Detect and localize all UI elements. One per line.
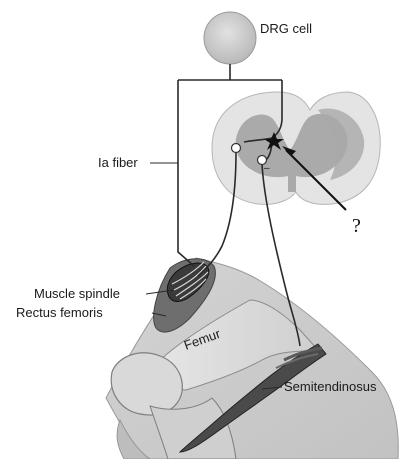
muscle-spindle-label: Muscle spindle [34, 286, 120, 301]
drg-cell [204, 12, 256, 64]
leg-illustration [106, 258, 398, 459]
inhibition-minus-sign: – [264, 163, 270, 174]
drg-cell-label: DRG cell [260, 21, 312, 36]
semitendinosus-label: Semitendinosus [284, 379, 377, 394]
motor-neuron-rectus [232, 144, 241, 153]
question-mark-label: ? [352, 215, 361, 237]
knee-condyle [111, 353, 182, 415]
rectus-femoris-label: Rectus femoris [16, 305, 103, 320]
ia-fiber-descending [178, 80, 194, 266]
ia-fiber-label: Ia fiber [98, 155, 138, 170]
